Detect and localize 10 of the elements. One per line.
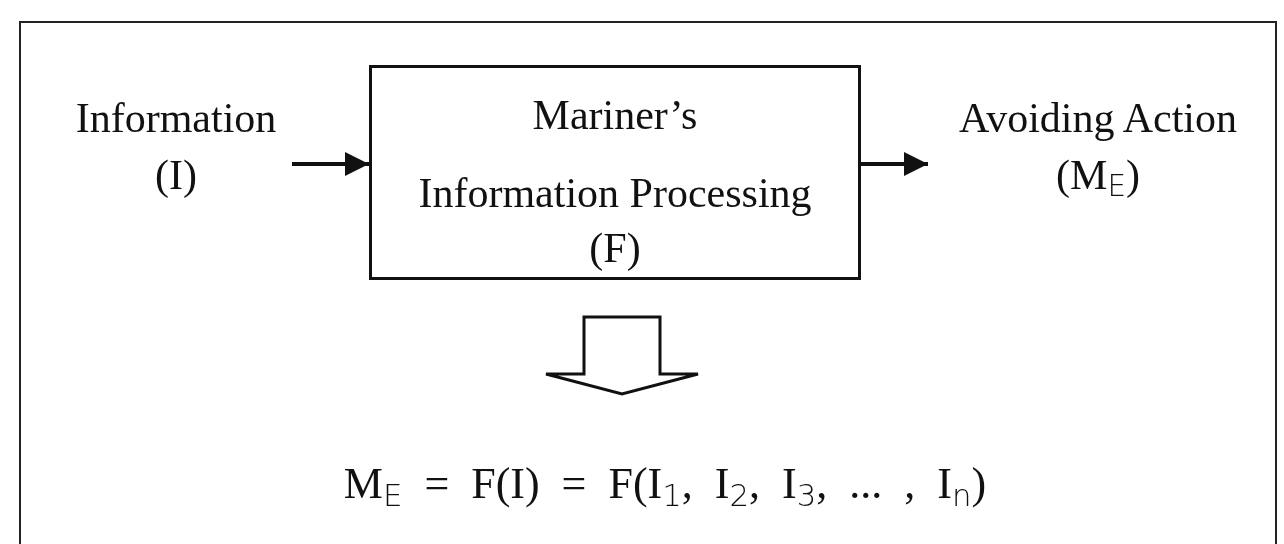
- box-text: Information Processing: [417, 169, 813, 218]
- label-text: Information (I): [74, 94, 278, 200]
- box-text: Mariner’s: [531, 91, 699, 140]
- label-text: Avoiding Action (M$_{E}$): [957, 94, 1238, 206]
- arrow: [861, 152, 928, 176]
- block-arrow: [544, 315, 700, 396]
- arrow: [292, 152, 369, 176]
- box-text: (F): [588, 224, 642, 273]
- formula-text: M$_{E}$ = F(I) = F(I$_{1}$, I$_{2}$, I$_{3}$, ... , I$_{n}$): [343, 458, 987, 515]
- process-box: [369, 65, 861, 280]
